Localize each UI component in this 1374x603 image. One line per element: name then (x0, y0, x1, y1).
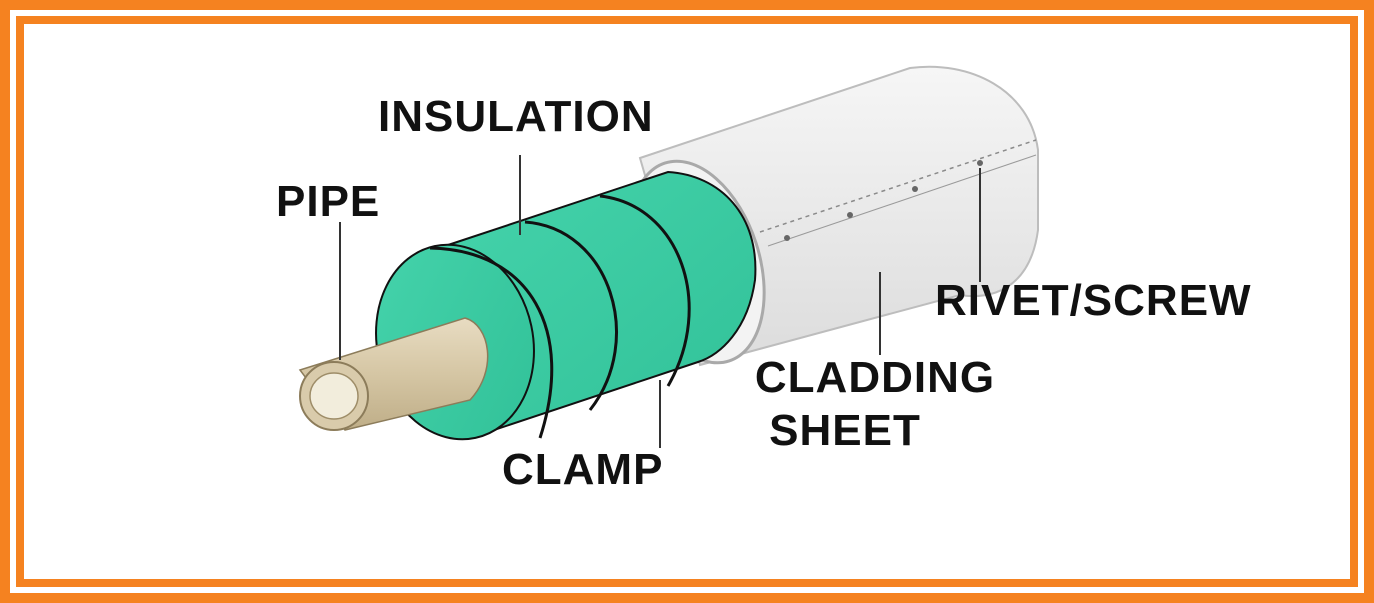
pipe (298, 317, 489, 431)
cladding-label-line2: SHEET (769, 406, 921, 455)
inner-border (16, 16, 1358, 587)
clamp-bands (429, 194, 691, 439)
rivet-screws (784, 160, 983, 241)
rivet-screw-label: RIVET/SCREW (935, 276, 1252, 325)
insulation-label: INSULATION (378, 92, 654, 141)
pipe-label: PIPE (276, 177, 381, 226)
cladding-label-line1: CLADDING (754, 353, 996, 402)
leader-lines (339, 155, 981, 448)
clamp-label: CLAMP (502, 445, 664, 494)
